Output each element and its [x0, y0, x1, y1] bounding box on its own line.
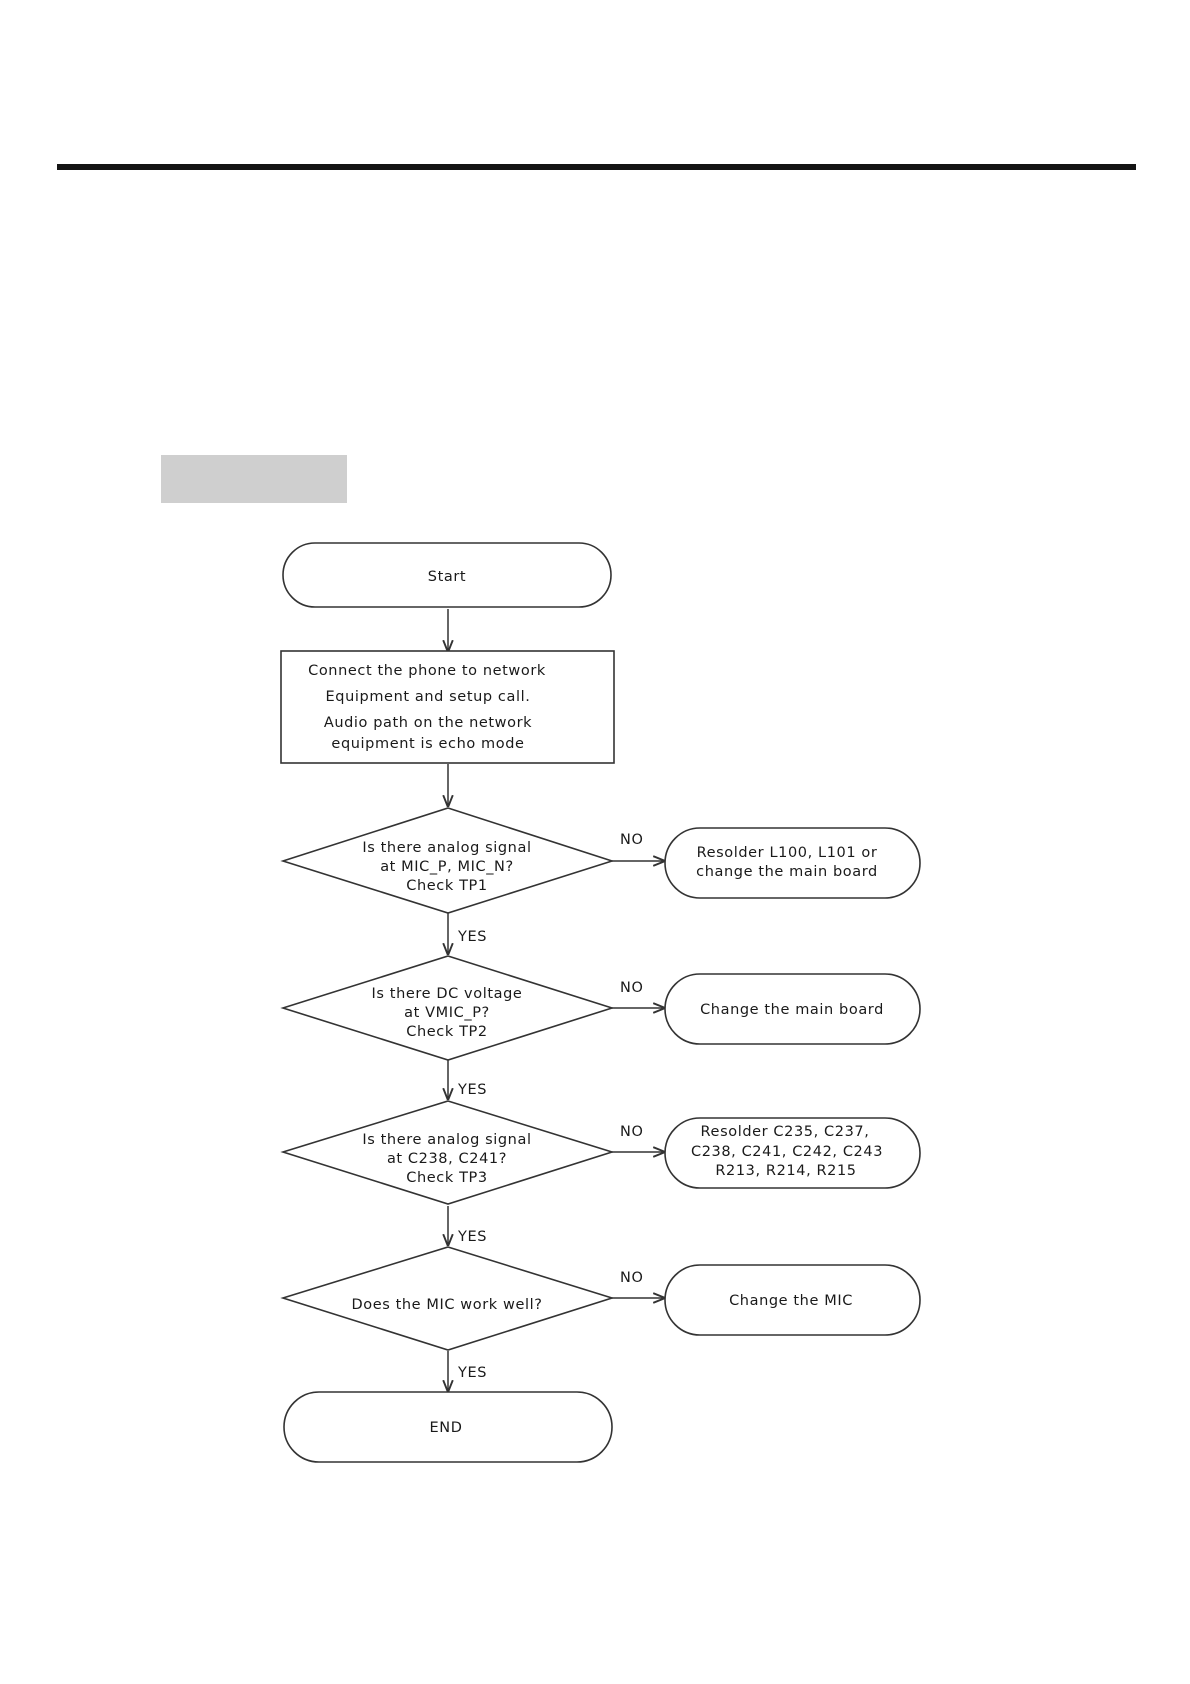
no-label-4: NO — [620, 1270, 643, 1286]
action-node-4: Change the MIC — [664, 1264, 921, 1336]
yes-label-2: YES — [457, 1082, 487, 1098]
no-label-2: NO — [620, 980, 643, 996]
start-label: Start — [428, 569, 466, 585]
header-rule — [57, 164, 1136, 170]
action-line: C238, C241, C242, C243 — [691, 1144, 883, 1160]
decision-line: Is there DC voltage — [372, 986, 523, 1002]
decision-line: Check TP2 — [406, 1024, 487, 1040]
decision-line: at VMIC_P? — [404, 1005, 490, 1021]
action-node-3: Resolder C235, C237, C238, C241, C242, C… — [664, 1117, 921, 1189]
decision-node-2: Is there DC voltage at VMIC_P? Check TP2 — [280, 955, 615, 1061]
decision-line: Is there analog signal — [362, 1132, 531, 1148]
process-line: Audio path on the network — [324, 715, 532, 731]
action-line: Resolder C235, C237, — [701, 1124, 870, 1140]
process-line: Connect the phone to network — [308, 663, 546, 679]
decision-node-4: Does the MIC work well? — [280, 1246, 615, 1351]
decision-line: at C238, C241? — [387, 1151, 507, 1167]
action-line: R213, R214, R215 — [715, 1163, 856, 1179]
decision-node-1: Is there analog signal at MIC_P, MIC_N? … — [280, 807, 615, 914]
action-line: change the main board — [696, 864, 878, 880]
action-line: Change the main board — [700, 1002, 884, 1018]
yes-label-3: YES — [457, 1229, 487, 1245]
start-node: Start — [282, 542, 612, 608]
decision-line: Check TP3 — [406, 1170, 487, 1186]
action-line: Change the MIC — [729, 1293, 853, 1309]
end-node: END — [283, 1391, 613, 1463]
decision-line: Is there analog signal — [362, 840, 531, 856]
decision-line: Check TP1 — [406, 878, 487, 894]
edge-labels: YES YES YES YES NO NO NO NO — [457, 832, 643, 1381]
no-label-1: NO — [620, 832, 643, 848]
action-node-2: Change the main board — [664, 973, 921, 1045]
decision-line: Does the MIC work well? — [351, 1297, 542, 1313]
process-node: Connect the phone to network Equipment a… — [280, 650, 615, 764]
yes-label-1: YES — [457, 929, 487, 945]
end-label: END — [430, 1420, 463, 1436]
process-line: Equipment and setup call. — [326, 689, 531, 705]
section-label-box — [161, 455, 347, 503]
action-line: Resolder L100, L101 or — [697, 845, 878, 861]
edges — [448, 609, 664, 1391]
decision-line: at MIC_P, MIC_N? — [380, 859, 514, 875]
action-node-1: Resolder L100, L101 or change the main b… — [664, 827, 921, 899]
decision-node-3: Is there analog signal at C238, C241? Ch… — [280, 1100, 615, 1205]
process-line: equipment is echo mode — [331, 736, 524, 752]
no-label-3: NO — [620, 1124, 643, 1140]
yes-label-4: YES — [457, 1365, 487, 1381]
